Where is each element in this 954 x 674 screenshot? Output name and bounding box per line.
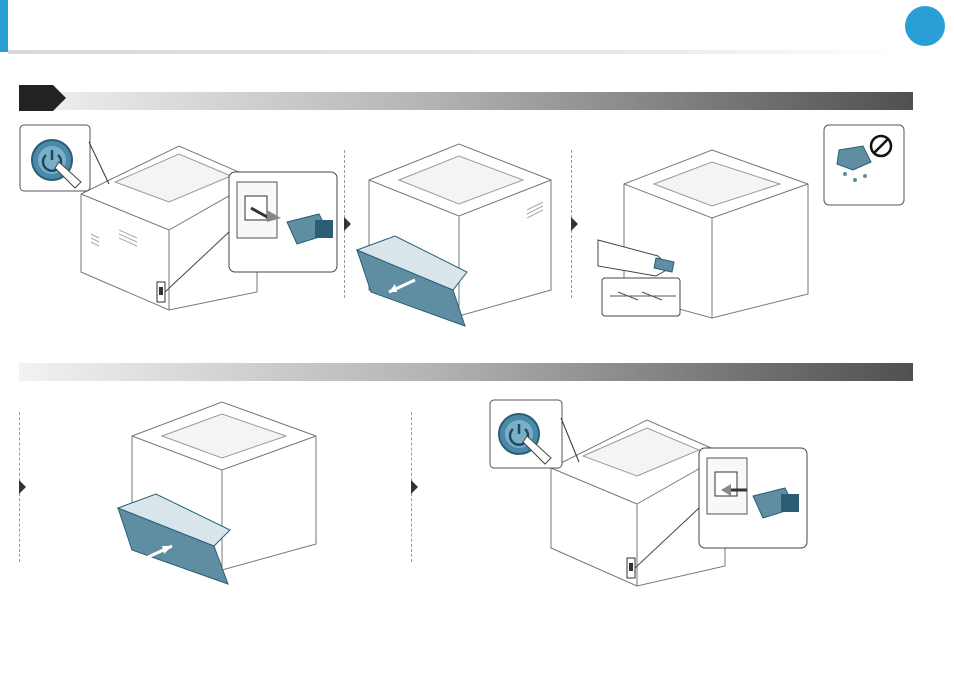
section-bar-1 xyxy=(19,92,913,110)
power-button-callout xyxy=(20,125,109,191)
header-accent-bar xyxy=(0,0,8,52)
step-divider-1 xyxy=(344,150,345,298)
section-bar-2 xyxy=(19,363,913,381)
step-divider-3 xyxy=(19,412,20,562)
step-3-illustration xyxy=(598,148,812,320)
header-rule xyxy=(8,50,908,54)
step-5-illustration xyxy=(489,398,811,588)
step-4-illustration xyxy=(116,400,326,586)
power-button-callout xyxy=(490,400,579,468)
page-indicator-dot xyxy=(905,6,945,46)
caution-box xyxy=(823,124,907,206)
step-2-illustration xyxy=(355,140,565,330)
step-divider-4 xyxy=(411,412,412,562)
step-tag-icon xyxy=(19,85,67,111)
detail-callout xyxy=(602,278,680,316)
step-1-illustration xyxy=(19,122,345,312)
step-divider-2 xyxy=(571,150,572,298)
